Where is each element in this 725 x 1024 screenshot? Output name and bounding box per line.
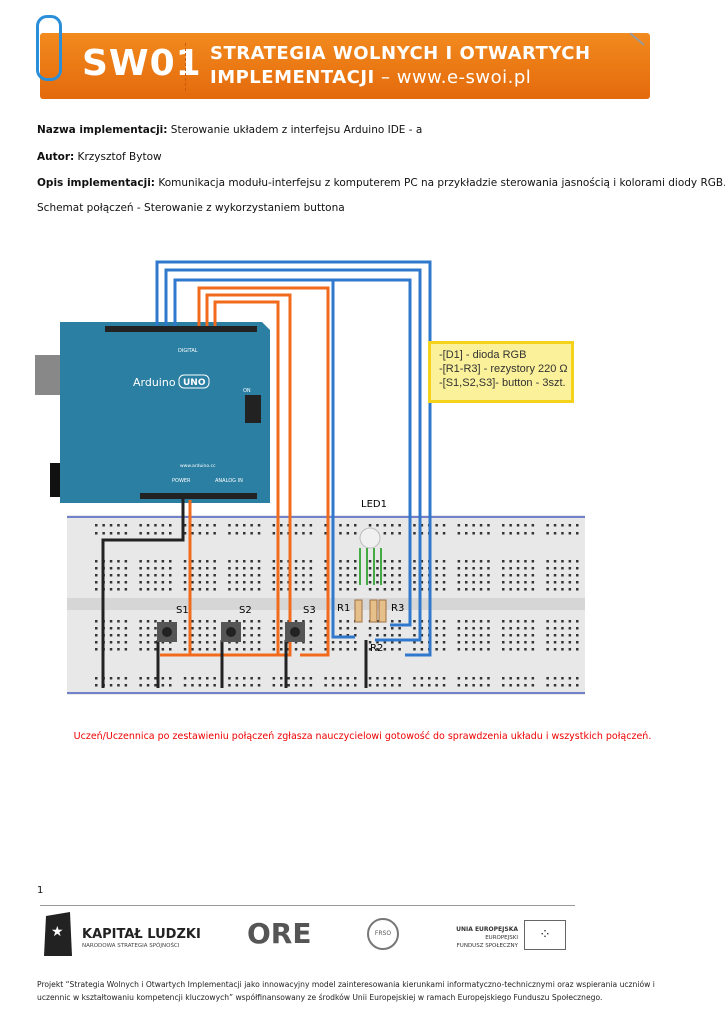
banner-title-line2: IMPLEMENTACJI – www.e-swoi.pl	[210, 67, 531, 88]
r1-label: R1	[337, 603, 350, 614]
name-value: Sterowanie układem z interfejsu Arduino …	[167, 124, 423, 136]
eu-flag-icon: ⁘	[524, 920, 566, 950]
schema-title: Schemat połączeń - Sterowanie z wykorzys…	[37, 202, 345, 214]
footer-text: Projekt “Strategia Wolnych i Otwartych I…	[37, 980, 655, 1002]
power-label: POWER	[172, 478, 191, 484]
s2-label: S2	[239, 605, 252, 616]
header-banner: SW01 STRATEGIA WOLNYCH I OTWARTYCH IMPLE…	[40, 33, 650, 99]
ore-logo: ORE	[247, 917, 312, 950]
implementation-name: Nazwa implementacji: Sterowanie układem …	[37, 124, 422, 136]
breadboard-holes	[95, 524, 579, 687]
paperclip-icon	[36, 15, 62, 81]
banner-title-line1: STRATEGIA WOLNYCH I OTWARTYCH	[210, 43, 591, 64]
board-name: Arduino	[133, 376, 176, 389]
author: Autor: Krzysztof Bytow	[37, 151, 162, 163]
wiring-diagram: Arduino UNO DIGITAL POWER ANALOG IN www.…	[35, 260, 585, 695]
s1-label: S1	[176, 605, 189, 616]
site-label: www.arduino.cc	[180, 463, 216, 469]
s3-label: S3	[303, 605, 316, 616]
rgb-led	[359, 527, 381, 549]
kl-title: KAPITAŁ LUDZKI	[82, 927, 201, 942]
ue-text: UNIA EUROPEJSKA EUROPEJSKI FUNDUSZ SPOŁECZ…	[430, 926, 518, 950]
orange-wires	[160, 286, 330, 657]
sw01-logo: SW01	[82, 43, 202, 84]
note-line: -[S1,S2,S3]- button - 3szt.	[439, 377, 566, 389]
note-line: -[R1-R3] - rezystory 220 Ω	[439, 363, 568, 375]
on-label: ON	[243, 388, 251, 394]
desc-value: Komunikacja modułu-interfejsu z komputer…	[155, 177, 725, 189]
buttons	[157, 622, 305, 642]
r2-label: R2	[370, 643, 383, 654]
banner-title-word: IMPLEMENTACJI	[210, 67, 375, 88]
description: Opis implementacji: Komunikacja modułu-i…	[37, 177, 725, 189]
author-value: Krzysztof Bytow	[74, 151, 162, 163]
ue-line3: FUNDUSZ SPOŁECZNY	[456, 943, 518, 949]
kapital-ludzki-logo-icon: ★	[44, 912, 72, 956]
banner-divider	[185, 43, 186, 91]
blue-wires	[155, 260, 432, 657]
digital-label: DIGITAL	[178, 348, 198, 354]
banner-dash: –	[374, 67, 397, 88]
board-model: UNO	[183, 378, 206, 388]
black-wires	[101, 497, 368, 688]
arduino-board	[60, 322, 270, 503]
frso-logo: FRSO	[367, 918, 399, 950]
footer-divider	[40, 905, 575, 906]
component-list-note: -[D1] - dioda RGB -[R1-R3] - rezystory 2…	[428, 341, 574, 403]
kl-subtitle: NARODOWA STRATEGIA SPÓJNOŚCI	[82, 943, 180, 949]
svg-text:★: ★	[51, 924, 64, 940]
teacher-notice: Uczeń/Uczennica po zestawieniu połączeń …	[73, 731, 652, 742]
r3-label: R3	[391, 603, 404, 614]
author-label: Autor:	[37, 151, 75, 163]
desc-label: Opis implementacji:	[37, 177, 155, 189]
name-label: Nazwa implementacji:	[37, 124, 168, 136]
led-label: LED1	[361, 499, 387, 510]
page-number: 1	[37, 885, 44, 896]
ue-line2: EUROPEJSKI	[485, 935, 518, 941]
analog-label: ANALOG IN	[215, 478, 243, 484]
banner-url: www.e-swoi.pl	[396, 67, 532, 88]
resistors	[354, 599, 387, 623]
ue-title: UNIA EUROPEJSKA	[456, 926, 518, 933]
note-line: -[D1] - dioda RGB	[439, 349, 527, 361]
